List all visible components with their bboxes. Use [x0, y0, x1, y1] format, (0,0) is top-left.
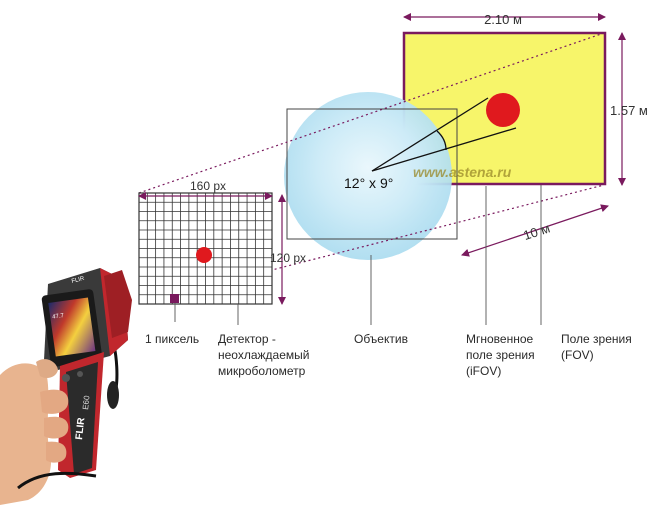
watermark: www.astena.ru — [413, 164, 512, 180]
lens-circle — [284, 92, 452, 260]
camera-brand: FLIR — [74, 416, 87, 440]
field-angle-label: 12° x 9° — [344, 175, 393, 191]
detector-width-label: 160 px — [190, 179, 226, 193]
detector-target-dot — [196, 247, 212, 263]
detector-label-line3: микроболометр — [218, 364, 306, 378]
camera-screen — [48, 297, 96, 357]
ifov-label-line2: поле зрения — [466, 348, 535, 362]
ifov-cone — [371, 97, 517, 172]
projection-lines — [138, 32, 605, 305]
camera-model: E60 — [81, 395, 91, 411]
lens-frame — [286, 108, 458, 240]
ifov-label-line1: Мгновенное — [466, 332, 534, 346]
fov-label-line2: (FOV) — [561, 348, 594, 362]
hand — [0, 359, 97, 505]
fov-height-label: 1.57 м — [610, 103, 648, 118]
detector-grid — [138, 192, 273, 305]
ifov-label-line3: (iFOV) — [466, 364, 501, 378]
fov-width-label: 2.10 м — [484, 12, 522, 27]
detector-label-line2: неохлаждаемый — [218, 348, 309, 362]
pixel-label: 1 пиксель — [145, 332, 199, 346]
lens-label: Объектив — [354, 332, 408, 346]
camera-screen-reading: 47.7 — [52, 313, 65, 321]
distance-label: 10 м — [521, 220, 551, 243]
detector-height-label: 120 px — [270, 251, 306, 265]
detector-label-line1: Детектор - — [218, 332, 276, 346]
leader-lines — [174, 185, 542, 325]
camera-badge: FLIR — [71, 276, 86, 285]
fov-target-dot — [486, 93, 520, 127]
thermal-camera: 47.7 FLIR FLIR E60 — [41, 268, 132, 478]
fov-label-line1: Поле зрения — [561, 332, 632, 346]
single-pixel — [170, 294, 179, 303]
